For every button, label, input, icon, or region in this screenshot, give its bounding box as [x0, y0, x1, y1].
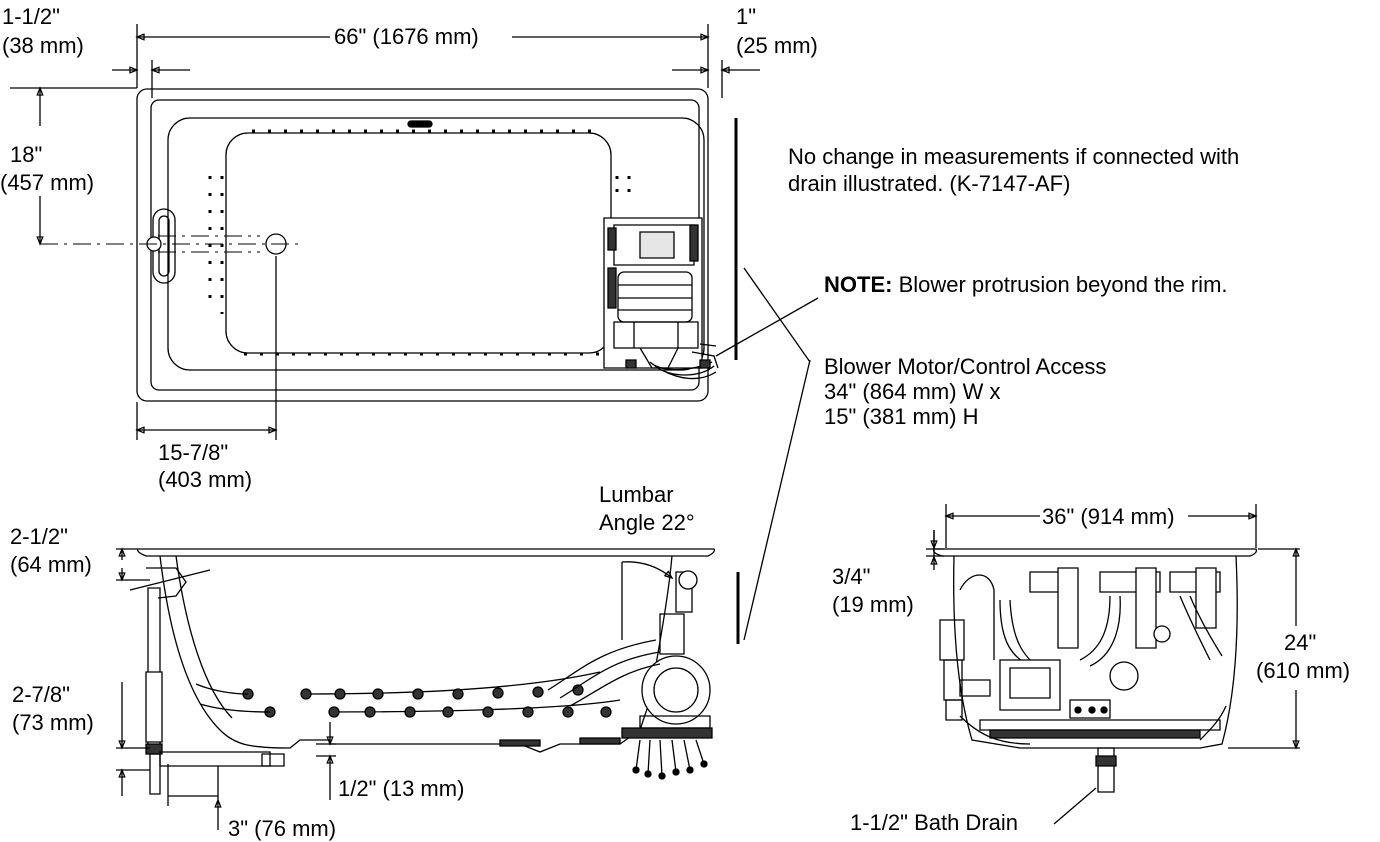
plan-basin	[168, 118, 704, 370]
drain-note-line1: No change in measurements if connected w…	[788, 144, 1239, 169]
dim-end-height-mm: (610 mm)	[1256, 658, 1350, 683]
blower-note: NOTE: Blower protrusion beyond the rim.	[824, 272, 1228, 297]
lumbar-label-line1: Lumbar	[599, 482, 674, 507]
dim-overall-width: 66" (1676 mm)	[334, 24, 479, 49]
dim-right-offset: 1"	[736, 4, 756, 29]
access-label-line1: Blower Motor/Control Access	[824, 354, 1106, 379]
bath-drain-label: 1-1/2" Bath Drain	[850, 810, 1018, 835]
access-label-line3: 15" (381 mm) H	[824, 404, 979, 429]
overflow-icon	[408, 121, 432, 127]
access-label-line2: 34" (864 mm) W x	[824, 379, 1001, 404]
drain-note-line2: drain illustrated. (K-7147-AF)	[788, 171, 1070, 196]
lumbar-label-line2: Angle 22°	[599, 510, 695, 535]
dim-left-offset: 1-1/2"	[2, 4, 60, 29]
dim-left-offset-mm: (38 mm)	[2, 33, 84, 58]
dim-drain-height: 2-7/8"	[12, 682, 70, 707]
plan-view	[10, 24, 818, 440]
end-drain-pipe	[1098, 748, 1114, 792]
dim-bottom-clearance: 1/2" (13 mm)	[338, 776, 464, 801]
dim-depth-to-drain-mm: (457 mm)	[0, 170, 94, 195]
dim-drain-from-end: 15-7/8"	[158, 440, 228, 465]
dim-end-height: 24"	[1284, 630, 1316, 655]
dim-depth-to-drain: 18"	[10, 142, 42, 167]
dim-drain-from-end-mm: (403 mm)	[158, 467, 252, 492]
dim-drain-offset: 3" (76 mm)	[228, 816, 336, 841]
side-jets	[196, 672, 620, 717]
dim-right-offset-mm: (25 mm)	[736, 33, 818, 58]
side-rim	[138, 549, 715, 556]
dim-end-width: 36" (914 mm)	[1042, 504, 1175, 529]
dim-rim-height: 2-1/2"	[10, 524, 68, 549]
plan-jets	[210, 131, 629, 354]
side-shell	[160, 556, 672, 752]
end-rim	[934, 549, 1257, 556]
end-view	[926, 504, 1300, 824]
blower-unit-plan	[604, 218, 718, 379]
end-plumbing	[940, 568, 1226, 744]
dim-rim-drop: 3/4"	[832, 564, 870, 589]
dim-drain-height-mm: (73 mm)	[12, 710, 94, 735]
blower-motor-side	[500, 571, 712, 779]
plan-outer-rim	[137, 89, 708, 401]
side-view	[116, 549, 738, 830]
dim-rim-height-mm: (64 mm)	[10, 552, 92, 577]
dim-rim-drop-mm: (19 mm)	[832, 592, 914, 617]
